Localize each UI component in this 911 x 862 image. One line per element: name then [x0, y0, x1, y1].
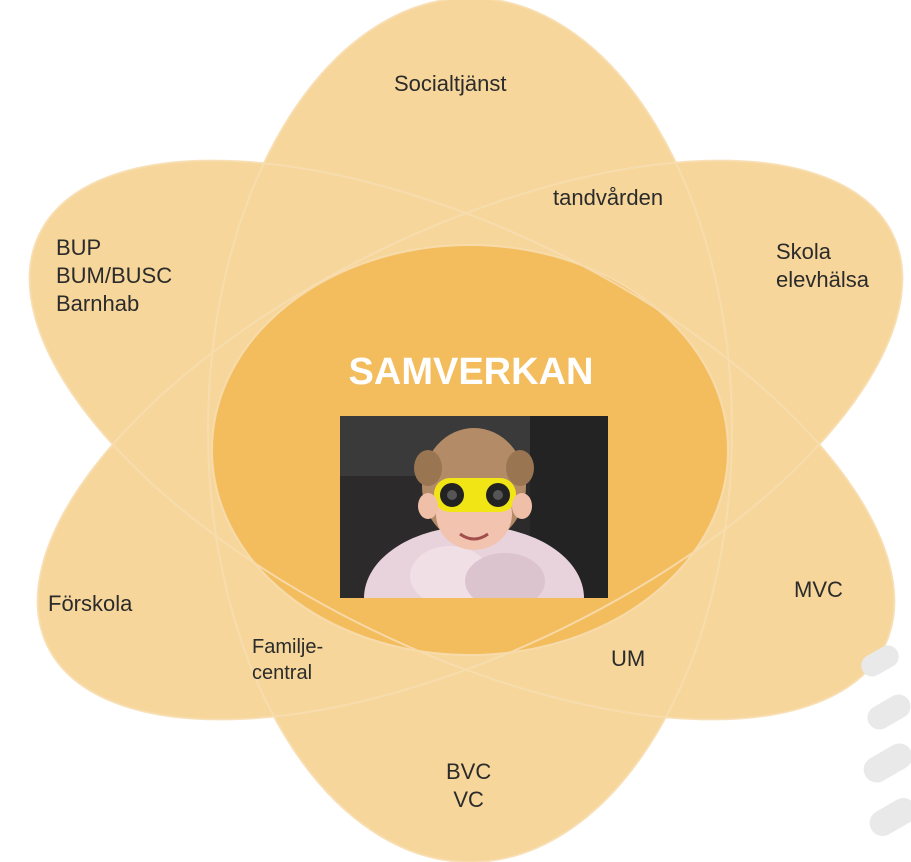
child-binoculars-photo: [340, 416, 608, 598]
label-mvc: MVC: [794, 577, 843, 602]
label-bup-group: BUP BUM/BUSC Barnhab: [56, 235, 173, 316]
center-title: SAMVERKAN: [348, 351, 594, 393]
watermark-shape: [861, 645, 911, 836]
label-familjecentral: Familje- central: [252, 636, 324, 684]
label-tandvarden: tandvården: [553, 185, 664, 210]
label-socialtjanst: Socialtjänst: [394, 71, 507, 96]
label-um: UM: [611, 646, 646, 671]
label-forskola: Förskola: [48, 591, 133, 616]
label-skola-elevhalsa: Skola elevhälsa: [776, 239, 869, 292]
label-bvc-vc: BVC VC: [446, 759, 492, 812]
